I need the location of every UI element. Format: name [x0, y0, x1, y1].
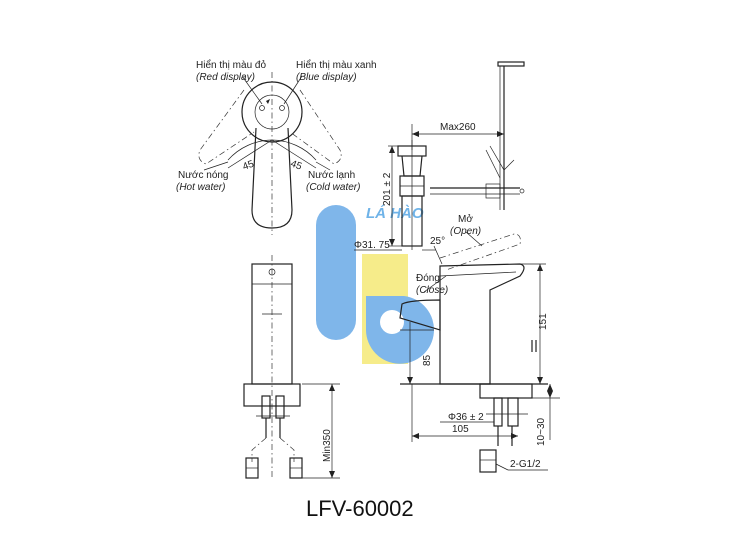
drain-height-label: 201 ± 2	[382, 172, 393, 206]
watermark-logo: LÁ HÀO	[316, 205, 434, 364]
reach-label: 105	[452, 424, 469, 435]
side-view: Max260 201 ± 2 Φ31. 75 25° Mở (Open) Đón…	[354, 61, 560, 473]
spout-height-label: 85	[422, 354, 433, 366]
red-display-label: Hiển thị màu đỏ	[196, 59, 266, 71]
base-diameter-label: Φ36 ± 2	[448, 412, 484, 423]
max-length-label: Max260	[440, 122, 476, 133]
angle-right: 45	[289, 158, 304, 172]
thread-label: 2-G1/2	[510, 459, 541, 470]
cold-water-label-en: (Cold water)	[306, 182, 360, 193]
drain-diameter-label: Φ31. 75	[354, 240, 390, 251]
open-label-en: (Open)	[450, 226, 481, 237]
watermark-blue-bar	[316, 205, 356, 340]
angle-open-label: 25°	[430, 236, 445, 247]
model-number: LFV-60002	[306, 496, 414, 521]
hot-water-label: Nước nóng	[178, 170, 229, 181]
close-label-en: (Close)	[416, 285, 448, 296]
pop-up-rod-knob	[497, 61, 525, 67]
front-view: Min350	[243, 255, 340, 480]
cold-water-label: Nước lạnh	[308, 170, 355, 181]
blue-display-label: Hiển thị màu xanh	[296, 59, 377, 71]
open-label: Mở	[458, 213, 473, 225]
watermark-text: LÁ HÀO	[366, 205, 424, 222]
watermark-white-dot	[380, 310, 404, 334]
red-display-label-en: (Red display)	[196, 72, 255, 83]
min-length-label: Min350	[322, 429, 333, 462]
hot-water-label-en: (Hot water)	[176, 182, 225, 193]
blue-indicator-icon	[279, 105, 285, 111]
deck-thickness-label: 10~30	[536, 417, 547, 446]
red-indicator-icon	[259, 105, 265, 111]
blue-display-label-en: (Blue display)	[296, 72, 357, 83]
close-label: Đóng	[416, 273, 440, 284]
angle-left: 45	[241, 159, 256, 173]
top-view: 45 45 Hiển thị màu đỏ (Red display) Hiển…	[176, 59, 377, 235]
height-total-label: 151	[538, 313, 549, 330]
